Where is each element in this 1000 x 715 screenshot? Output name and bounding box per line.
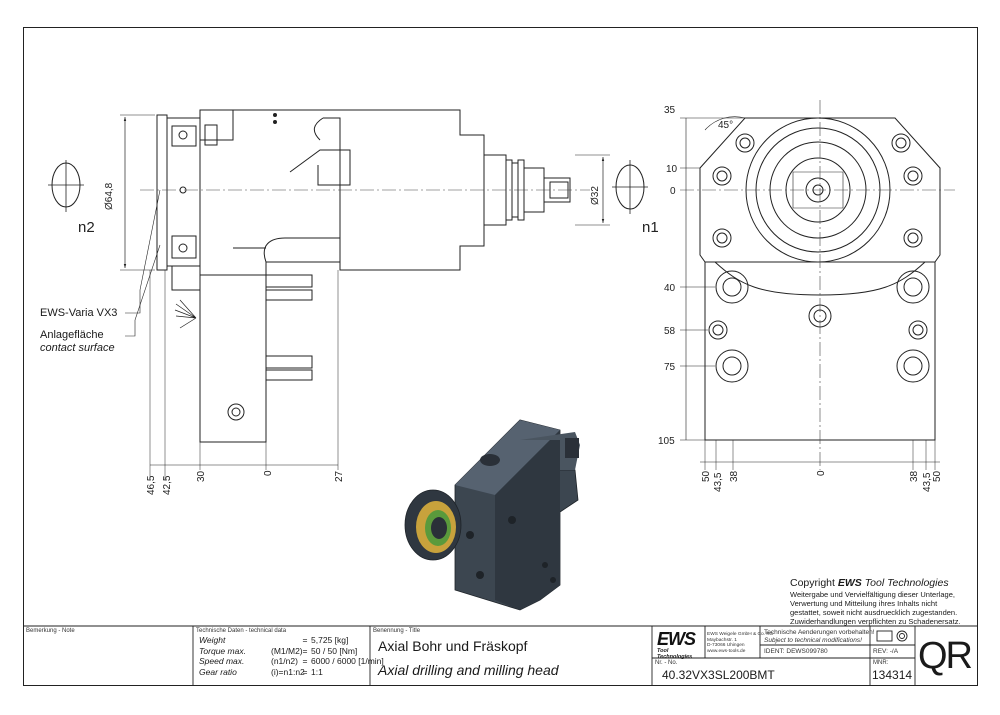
dim-front-bottom-6: 50 [932,470,943,482]
company-address: EWS Weigele GmbH & Co. KG Maybachstr. 1 … [707,632,774,654]
tech-value: 6000 / 6000 [1/min] [311,656,384,666]
part-number: 40.32VX3SL200BMT [662,668,775,682]
callout-contact-de: Anlagefläche [40,329,104,341]
tech-key-sub: (n1/n2) [271,656,298,666]
copyright-brand: EWS [837,577,862,589]
tech-key-sub [271,635,299,646]
callout-contact-en-wrap: contact surface [40,342,115,355]
dim-side-bottom-4: 27 [334,470,345,482]
dim-angle: 45° [718,120,733,131]
front-dimension-labels: 35 10 0 40 58 75 105 45° 50 43,5 38 0 38… [658,105,943,492]
title-block-frame [23,625,978,686]
dim-front-bottom-3: 0 [816,470,827,476]
tech-key: Weight [199,635,226,645]
title-german: Axial Bohr und Fräskopf [378,638,528,654]
tech-value: 1:1 [311,666,323,677]
dim-front-bottom-2: 38 [729,470,740,482]
dim-side-bottom-1: 42,5 [162,475,173,495]
tech-row: Torque max.(M1/M2)=50 / 50 [Nm] [199,645,358,656]
tech-value: 5,725 [kg] [311,635,349,645]
dim-front-bottom-0: 50 [701,470,712,482]
dim-side-bottom-0: 46,5 [146,475,157,495]
dim-front-left-4: 58 [664,326,676,337]
tech-value: 50 / 50 [Nm] [311,645,358,656]
dim-front-left-1: 10 [666,164,678,175]
bolt-pattern [708,133,930,383]
side-dimension-labels: Ø64,8 Ø32 n2 n1 46,5 42,5 30 0 27 [78,182,659,495]
rotation-label-n2: n2 [78,219,95,236]
note-english: Subject to technical modifications! [764,637,862,644]
tech-key: Gear ratio [199,666,237,677]
dim-diam-left: Ø64,8 [104,182,115,210]
ews-logo: EWS Tool Technologies [657,629,703,660]
copyright-suffix: Tool Technologies [861,577,949,589]
callout-varia: EWS-Varia VX3 [40,307,118,319]
rotation-label-n1: n1 [642,219,659,236]
dim-front-left-5: 75 [664,362,676,373]
tech-key-sub: (M1/M2) [271,645,303,656]
tech-key: Speed max. [199,656,245,666]
copyright-prefix: Copyright [790,577,838,589]
logo-subtitle: Tool Technologies [657,648,693,660]
revision: REV: -/A [873,648,899,655]
dim-front-bottom-4: 38 [909,470,920,482]
tech-key-sub: (i)=n1:n2 [271,666,305,677]
dim-side-bottom-3: 0 [263,470,274,476]
dim-front-left-0: 35 [664,105,676,116]
tech-data-table: Weight=5,725 [kg] Torque max.(M1/M2)=50 … [199,635,384,677]
dim-front-left-2: 0 [670,186,676,197]
tech-row: Weight=5,725 [kg] [199,635,349,646]
title-english: Axial drilling and milling head [378,662,559,678]
tech-key: Torque max. [199,645,246,656]
qr-mark: QR [918,635,973,677]
front-view [680,100,955,470]
tech-row: Gear ratio(i)=n1:n2=1:1 [199,666,323,677]
copyright-notice: Weitergabe und Vervielfältigung dieser U… [790,590,961,626]
dim-side-bottom-2: 30 [196,470,207,482]
dim-diam-right: Ø32 [590,186,601,205]
copyright-line: Copyright EWS Tool Technologies [790,577,980,589]
drawing-frame [23,27,978,686]
ident: IDENT: DEWS099780 [764,648,828,655]
dim-front-bottom-5: 43,5 [922,472,933,492]
name-label: Benennung - Title [373,628,421,634]
dim-front-left-3: 40 [664,283,676,294]
callout-contact-en: contact surface [40,342,115,354]
side-view [48,109,648,480]
note-german: Technische Aenderungen vorbehalten! [764,629,875,636]
isometric-render [404,419,580,611]
tech-row: Speed max.(n1/n2)=6000 / 6000 [1/min] [199,656,384,666]
number-label: Nr. - No. [655,660,678,666]
dim-front-left-6: 105 [658,436,675,447]
mnr-value: 134314 [872,668,913,682]
dim-front-bottom-1: 43,5 [713,472,724,492]
logo-text: EWS [657,629,696,649]
mnr-label: MNR: [873,660,889,666]
tech-data-label: Technische Daten - technical data [196,628,287,634]
remark-label: Bemerkung - Note [26,628,75,634]
copyright-block: Copyright EWS Tool Technologies Weiterga… [790,577,980,626]
